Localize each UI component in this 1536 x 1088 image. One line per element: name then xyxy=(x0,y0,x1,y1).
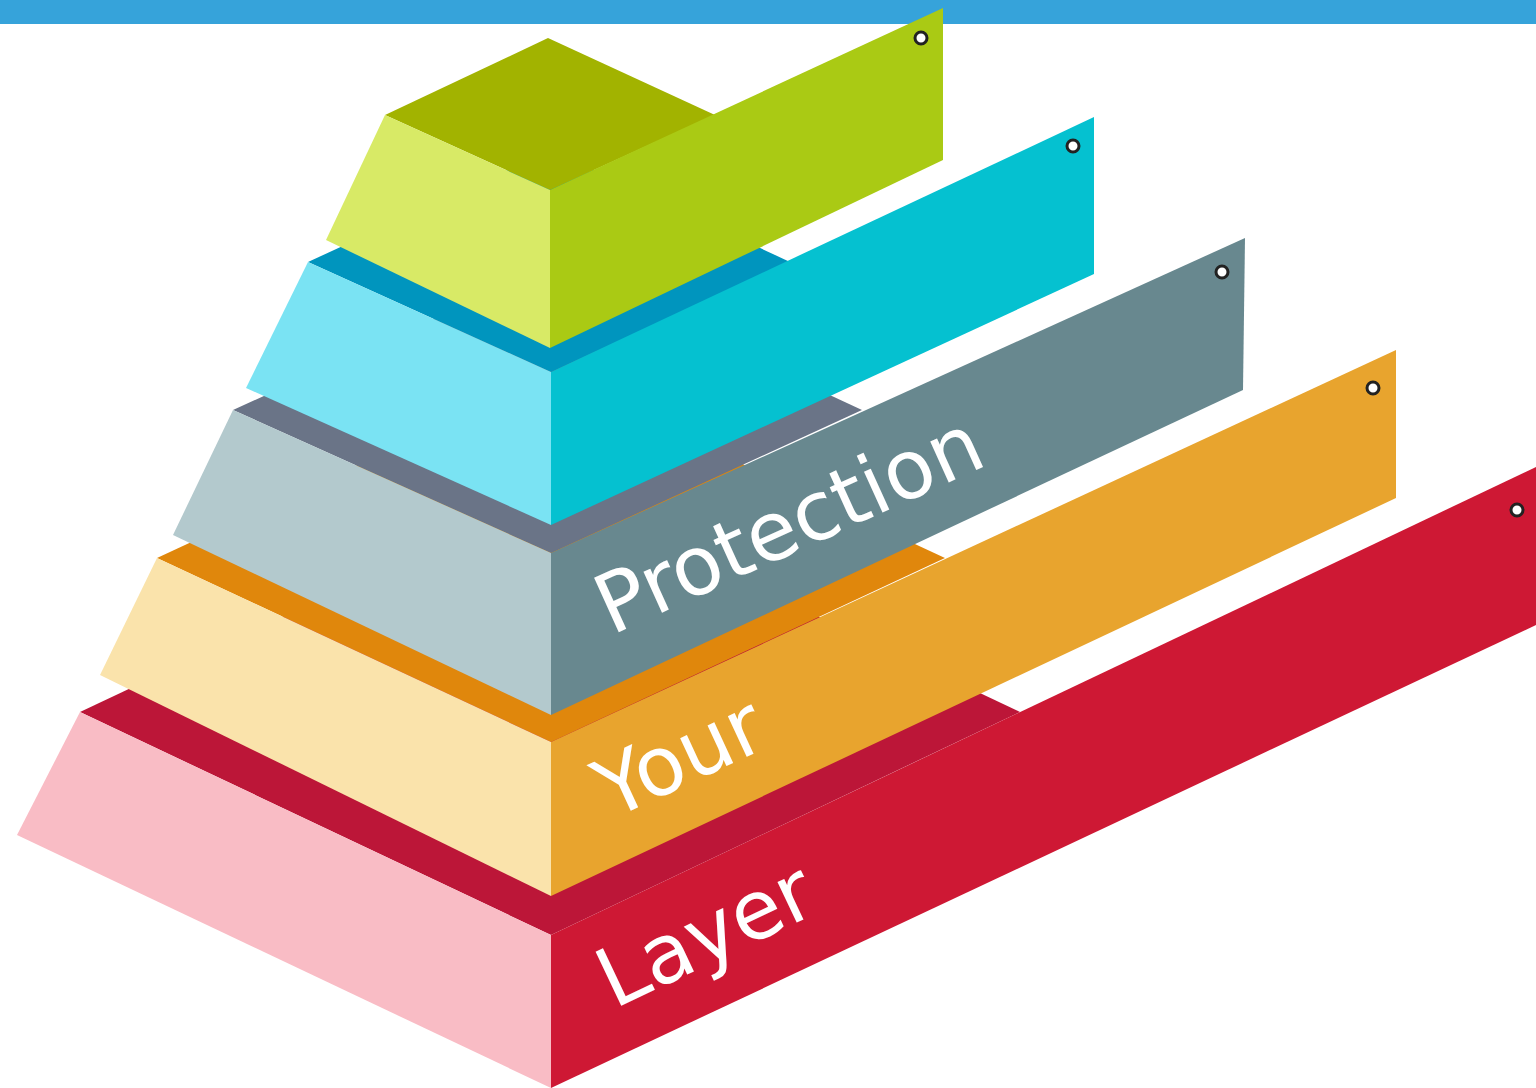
band-shape xyxy=(551,467,1536,1088)
layer-band xyxy=(550,8,943,348)
top-bar xyxy=(0,0,1536,24)
pin-hole xyxy=(915,32,927,44)
pin-hole xyxy=(1511,504,1523,516)
pin-hole xyxy=(1216,266,1228,278)
pin-hole xyxy=(1367,382,1379,394)
band-face xyxy=(551,467,1536,1088)
layer-side xyxy=(326,115,550,348)
pin-hole xyxy=(1067,140,1079,152)
layer-band: Layer xyxy=(551,467,1536,1088)
